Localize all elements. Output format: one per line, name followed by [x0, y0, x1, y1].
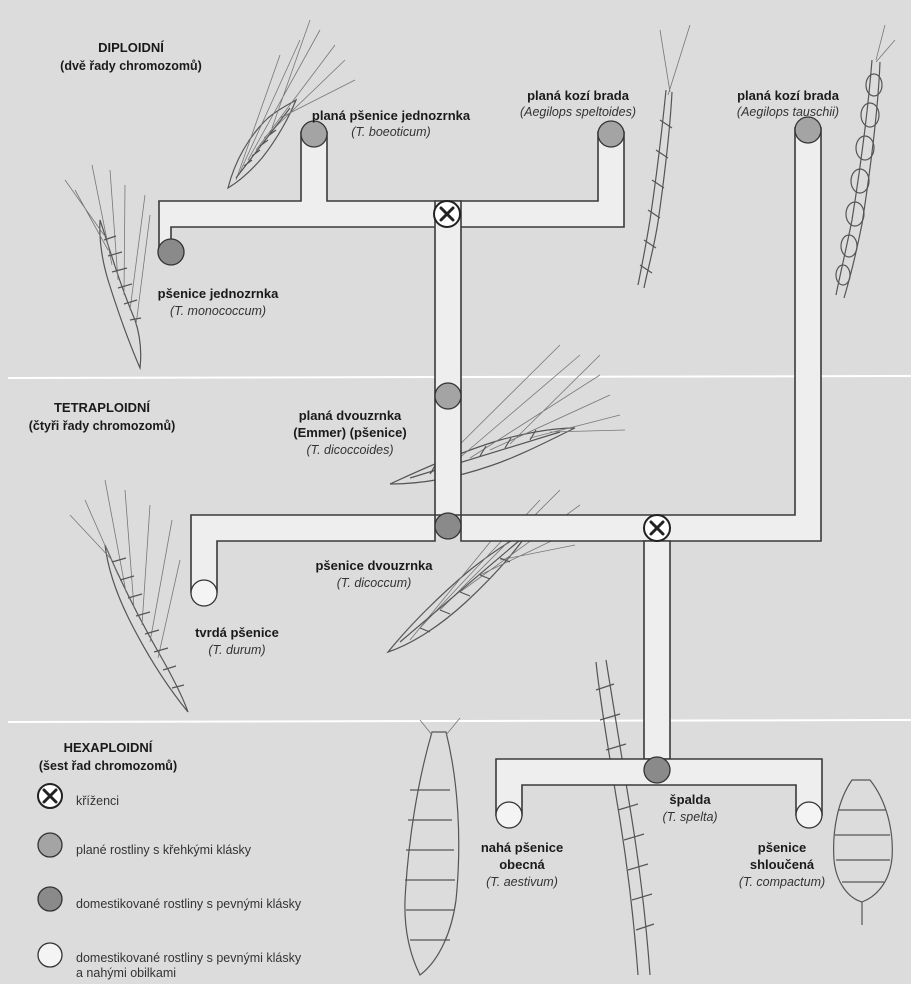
- label-dicoccum-name: pšenice dvouzrnka: [315, 558, 433, 573]
- label-speltoides-name: planá kozí brada: [527, 88, 630, 103]
- legend-swatch-domesticated: [38, 887, 62, 911]
- label-compactum-sci: (T. compactum): [739, 875, 825, 889]
- label-durum-name: tvrdá pšenice: [195, 625, 279, 640]
- label-tauschii-name: planá kozí brada: [737, 88, 840, 103]
- section-title-hexaploid: HEXAPLOIDNÍ: [64, 740, 153, 755]
- hybrid-marker-diploid: [434, 201, 460, 227]
- node-spelta: [644, 757, 670, 783]
- label-compactum-name2: shloučená: [750, 857, 815, 872]
- node-boeoticum: [301, 121, 327, 147]
- label-boeoticum-name: planá pšenice jednozrnka: [312, 108, 471, 123]
- legend-swatch-naked: [38, 943, 62, 967]
- section-title-diploid: DIPLOIDNÍ: [98, 40, 164, 55]
- pipe-spelta-trunk: [644, 541, 670, 759]
- label-durum-sci: (T. durum): [208, 643, 265, 657]
- label-tauschii-sci: (Aegilops tauschii): [737, 105, 839, 119]
- section-title-tetraploid: TETRAPLOIDNÍ: [54, 400, 150, 415]
- label-monococcum-sci: (T. monococcum): [170, 304, 266, 318]
- label-dicoccoides-name2: (Emmer) (pšenice): [293, 425, 406, 440]
- node-tauschii: [795, 117, 821, 143]
- label-speltoides-sci: (Aegilops speltoides): [520, 105, 636, 119]
- label-spelta-name: špalda: [669, 792, 711, 807]
- label-aestivum-name2: obecná: [499, 857, 545, 872]
- node-durum: [191, 580, 217, 606]
- legend-swatch-wild: [38, 833, 62, 857]
- label-spelta-sci: (T. spelta): [662, 810, 717, 824]
- legend-label-wild: plané rostliny s křehkými klásky: [76, 843, 252, 857]
- hybrid-marker-tetraploid: [644, 515, 670, 541]
- node-compactum: [796, 802, 822, 828]
- node-dicoccum: [435, 513, 461, 539]
- section-subtitle-tetraploid: (čtyři řady chromozomů): [29, 419, 176, 433]
- node-speltoides: [598, 121, 624, 147]
- label-aestivum-name: nahá pšenice: [481, 840, 563, 855]
- label-monococcum-name: pšenice jednozrnka: [158, 286, 279, 301]
- node-dicoccoides: [435, 383, 461, 409]
- pipe-emmer-trunk: [435, 201, 461, 515]
- node-monococcum: [158, 239, 184, 265]
- label-boeoticum-sci: (T. boeoticum): [351, 125, 430, 139]
- label-dicoccoides-name: planá dvouzrnka: [299, 408, 402, 423]
- legend-label-hybrids: kříženci: [76, 794, 119, 808]
- node-aestivum: [496, 802, 522, 828]
- legend-label-naked-line1: domestikované rostliny s pevnými klásky: [76, 951, 302, 965]
- label-compactum-name: pšenice: [758, 840, 806, 855]
- section-subtitle-diploid: (dvě řady chromozomů): [60, 59, 202, 73]
- label-aestivum-sci: (T. aestivum): [486, 875, 558, 889]
- section-subtitle-hexaploid: (šest řad chromozomů): [39, 759, 177, 773]
- label-dicoccum-sci: (T. dicoccum): [337, 576, 412, 590]
- label-dicoccoides-sci: (T. dicoccoides): [306, 443, 393, 457]
- legend-label-domesticated: domestikované rostliny s pevnými klásky: [76, 897, 302, 911]
- legend-label-naked-line2: a nahými obilkami: [76, 966, 176, 980]
